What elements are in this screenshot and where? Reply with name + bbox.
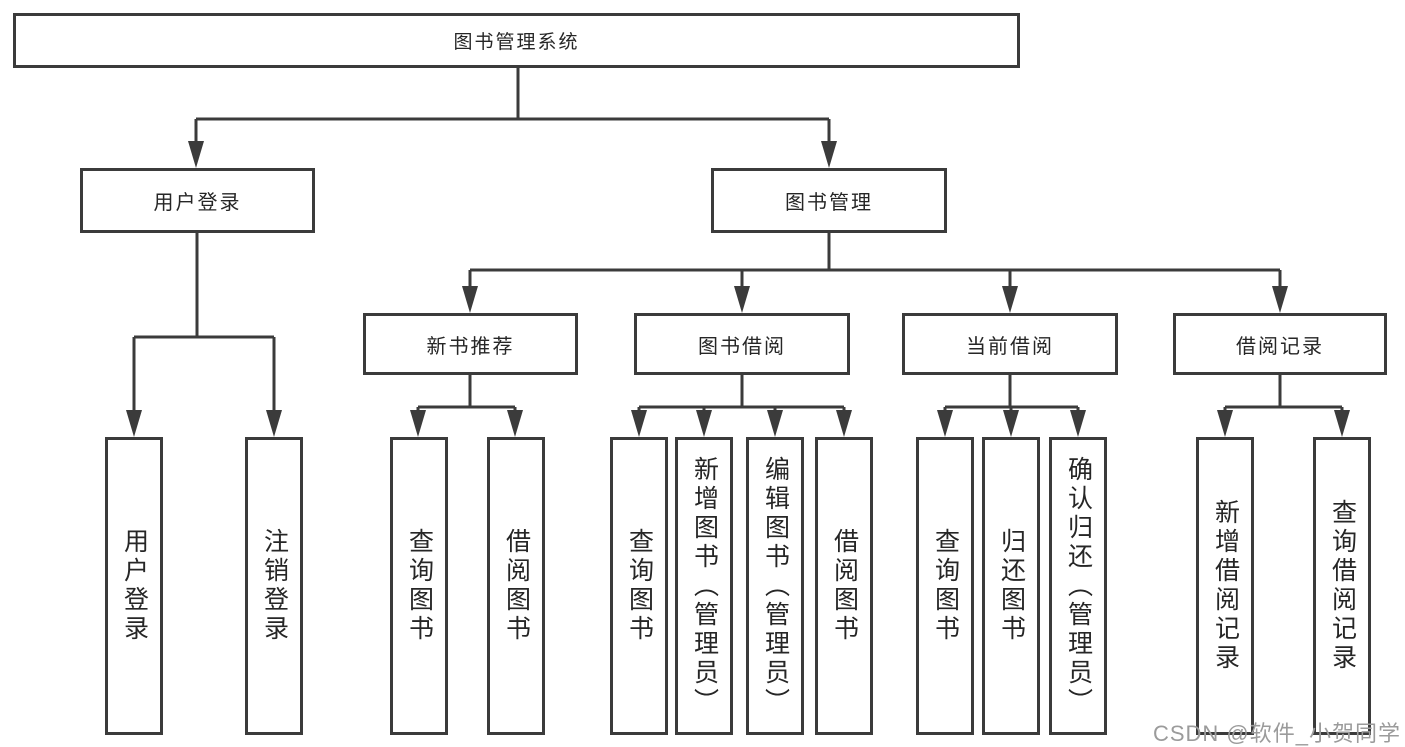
node-book-borrowing: 图书借阅	[634, 313, 850, 375]
leaf-query-books-borrowing: 查询图书	[610, 437, 668, 735]
leaf-add-borrow-record: 新增借阅记录	[1196, 437, 1254, 735]
node-user-login: 用户登录	[80, 168, 315, 233]
leaf-confirm-return-admin: 确认归还（管理员）	[1049, 437, 1107, 735]
root-node-library-management-system: 图书管理系统	[13, 13, 1020, 68]
leaf-user-login: 用户登录	[105, 437, 163, 735]
node-current-borrowing: 当前借阅	[902, 313, 1118, 375]
node-new-book-recommendation: 新书推荐	[363, 313, 578, 375]
node-book-management: 图书管理	[711, 168, 947, 233]
csdn-watermark: CSDN @软件_小贺同学	[1152, 721, 1401, 746]
leaf-query-borrow-record: 查询借阅记录	[1313, 437, 1371, 735]
leaf-borrow-books-recommend: 借阅图书	[487, 437, 545, 735]
leaf-logout: 注销登录	[245, 437, 303, 735]
leaf-borrow-books-borrowing: 借阅图书	[815, 437, 873, 735]
leaf-edit-books-admin: 编辑图书（管理员）	[746, 437, 804, 735]
leaf-add-books-admin: 新增图书（管理员）	[675, 437, 733, 735]
leaf-query-books-recommend: 查询图书	[390, 437, 448, 735]
leaf-query-books-current: 查询图书	[916, 437, 974, 735]
arrowheads	[126, 141, 1350, 437]
leaf-return-books: 归还图书	[982, 437, 1040, 735]
node-borrowing-records: 借阅记录	[1173, 313, 1387, 375]
